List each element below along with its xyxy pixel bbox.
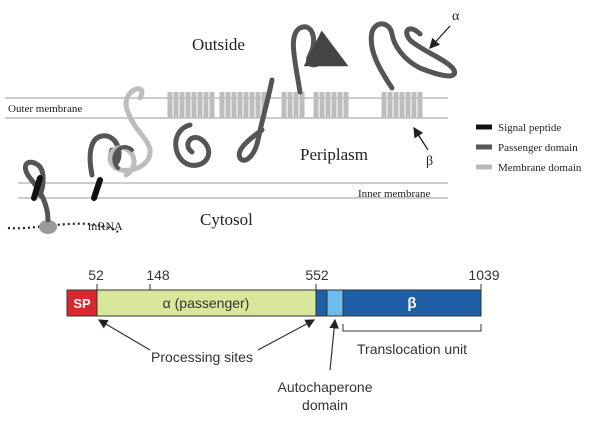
legend-label-signal-peptide: Signal peptide — [498, 122, 561, 134]
passenger-stage-3 — [112, 145, 134, 170]
alpha-arrow — [429, 25, 451, 49]
ribosome — [39, 220, 57, 234]
alpha-label: α — [452, 9, 460, 24]
barrel-3 — [281, 24, 349, 118]
barrel-4 — [313, 92, 349, 118]
position-148: 148 — [146, 267, 170, 283]
processing-arrow-left — [97, 319, 151, 351]
barrel-5 — [368, 21, 458, 118]
autochaperone-label-line1: Autochaperone — [278, 379, 373, 395]
beta-label: β — [426, 154, 433, 169]
membrane-schematic: Outside Periplasm Cytosol Outer membrane… — [5, 9, 582, 234]
legend: Signal peptide Passenger domain Membrane… — [476, 122, 582, 174]
segment-beta — [342, 289, 482, 317]
beta-arrow — [413, 126, 429, 151]
translocation-unit-bracket — [342, 324, 482, 332]
domain-map: 52 148 552 1039 SP α (passenger) β Trans… — [66, 267, 500, 413]
segment-passenger — [96, 289, 317, 317]
position-1039: 1039 — [468, 267, 499, 283]
segment-label-sp: SP — [73, 296, 91, 311]
segment-autochaperone — [326, 289, 344, 317]
signal-peptide-stage-2 — [91, 177, 103, 201]
autochaperone-label-line2: domain — [302, 397, 348, 413]
segment-label-passenger: α (passenger) — [163, 295, 250, 311]
position-52: 52 — [88, 267, 104, 283]
processing-sites-label: Processing sites — [151, 349, 253, 365]
signal-peptide-stage-1 — [31, 175, 43, 201]
cytosol-label: Cytosol — [200, 210, 253, 229]
inner-membrane-label: Inner membrane — [358, 188, 430, 200]
barrel-1 — [167, 92, 215, 168]
mrna-label: mRNA — [88, 219, 123, 233]
translocation-unit-label: Translocation unit — [357, 341, 467, 357]
barrel-2 — [219, 77, 275, 163]
position-552: 552 — [305, 267, 329, 283]
segment-linker — [315, 289, 328, 317]
nascent-chain-stage-1 — [23, 159, 51, 223]
legend-label-passenger-domain: Passenger domain — [498, 142, 578, 154]
outside-label: Outside — [192, 35, 245, 54]
processing-arrow-right — [257, 319, 316, 351]
alpha-domain — [368, 21, 458, 91]
outer-membrane-label: Outer membrane — [8, 103, 82, 115]
segment-label-beta: β — [407, 295, 416, 312]
periplasm-label: Periplasm — [300, 145, 368, 164]
autochaperone-arrow — [329, 318, 339, 371]
legend-label-membrane-domain: Membrane domain — [498, 162, 582, 174]
